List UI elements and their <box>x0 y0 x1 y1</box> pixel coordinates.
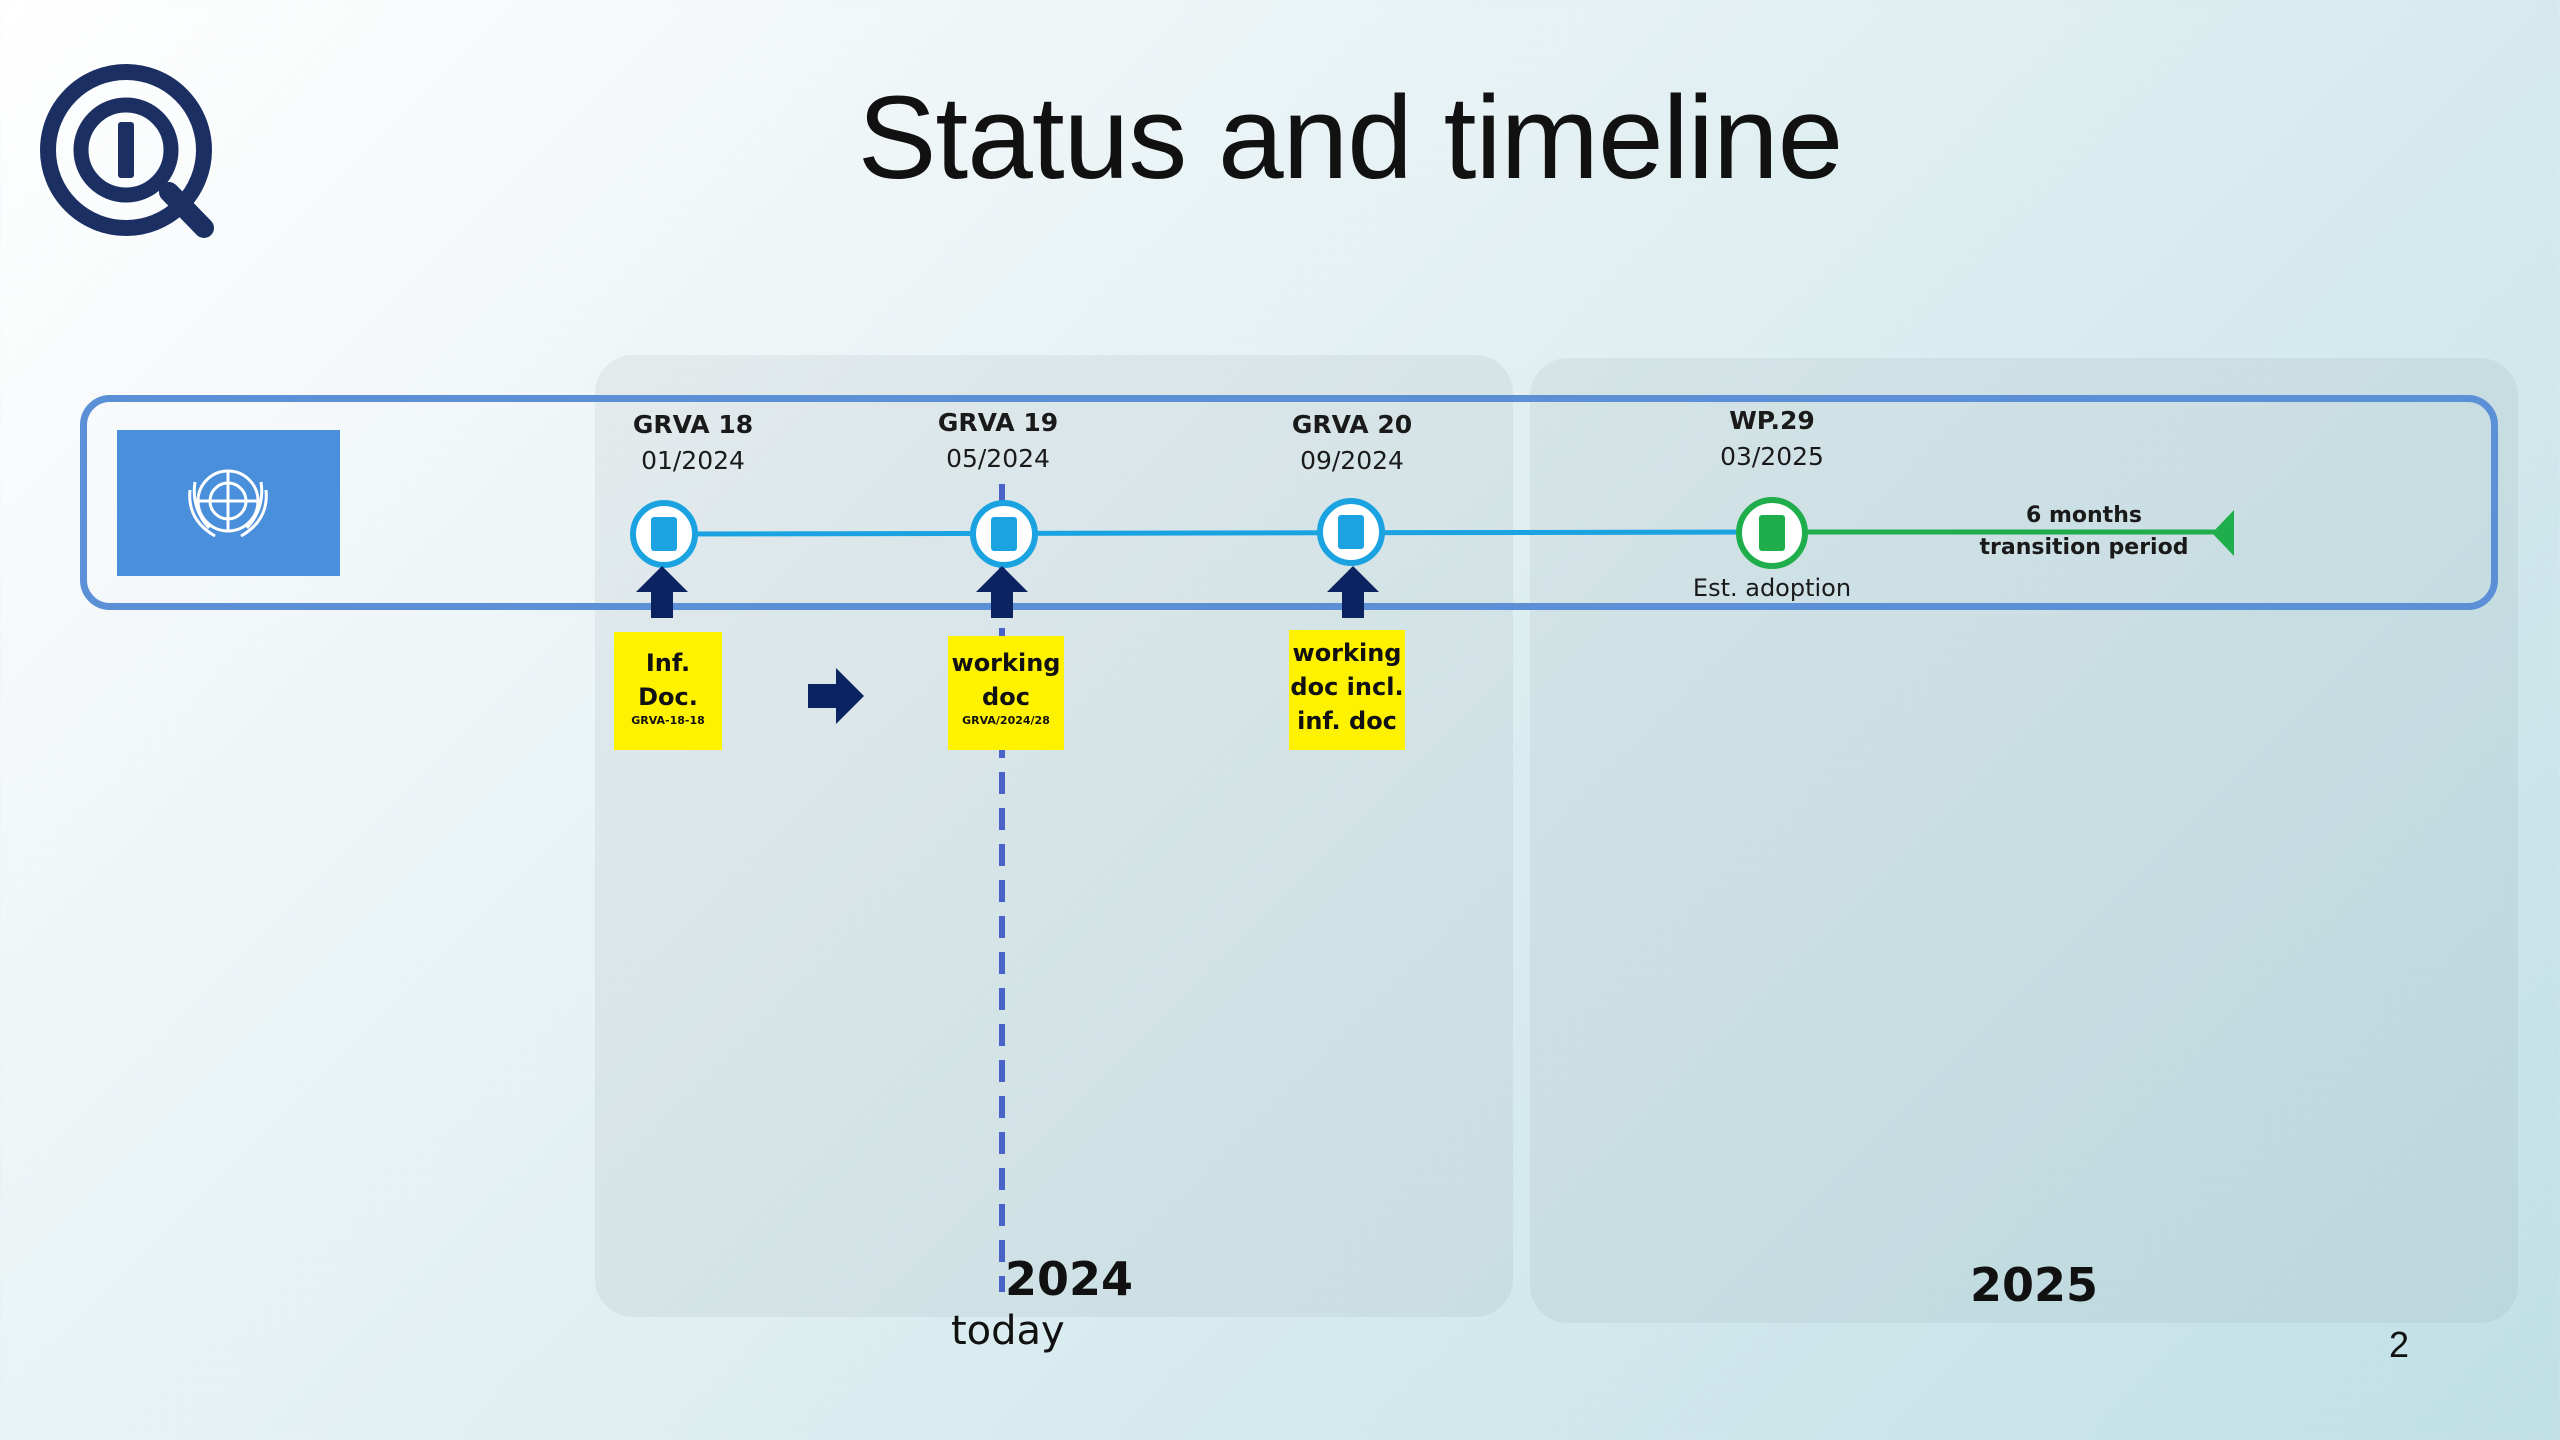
milestone-label-grva18: GRVA 18 <box>632 410 754 439</box>
note-sub: GRVA/2024/28 <box>962 714 1050 727</box>
note-sub: GRVA-18-18 <box>631 714 705 727</box>
up-arrow-icon <box>1327 566 1379 622</box>
slide-title: Status and timeline <box>857 72 1844 204</box>
milestone-date-grva18: 01/2024 <box>641 446 745 475</box>
milestone-node-grva18 <box>629 499 699 573</box>
milestone-label-grva19: GRVA 19 <box>937 408 1059 437</box>
milestone-date-grva20: 09/2024 <box>1300 446 1404 475</box>
timeline-line-blue <box>662 529 1773 537</box>
note-line1: working <box>951 649 1061 677</box>
document-icon <box>1736 497 1808 569</box>
transition-line2: transition period <box>1979 535 2189 560</box>
milestone-date-grva19: 05/2024 <box>946 444 1050 473</box>
today-label: today <box>951 1308 1065 1354</box>
sticky-note-inf-doc: Inf. Doc. GRVA-18-18 <box>614 632 722 750</box>
year-label-2025: 2025 <box>1970 1258 2099 1312</box>
un-flag <box>117 430 340 576</box>
year-panel-2025 <box>1530 358 2518 1323</box>
milestone-label-wp29: WP.29 <box>1729 406 1815 435</box>
logo-icon <box>34 60 220 246</box>
document-icon <box>970 500 1038 568</box>
milestone-node-grva20 <box>1316 497 1386 571</box>
milestone-label-grva20: GRVA 20 <box>1291 410 1413 439</box>
note-line3: inf. doc <box>1297 707 1397 735</box>
document-icon <box>630 500 698 568</box>
milestone-node-wp29 <box>1734 495 1810 575</box>
up-arrow-icon <box>636 566 688 622</box>
note-line2: doc incl. <box>1290 673 1404 701</box>
note-line2: doc <box>982 683 1030 711</box>
up-arrow-icon <box>976 566 1028 622</box>
transition-period-label: 6 months transition period <box>1944 500 2224 564</box>
est-adoption-caption: Est. adoption <box>1692 574 1852 602</box>
right-arrow-icon <box>808 668 864 728</box>
milestone-date-wp29: 03/2025 <box>1720 442 1824 471</box>
timeline-band <box>80 395 2498 610</box>
milestone-node-grva19 <box>969 499 1039 573</box>
note-line1: working <box>1292 639 1402 667</box>
note-line1: Inf. <box>645 649 691 677</box>
un-emblem-icon <box>188 469 268 538</box>
document-icon <box>1317 498 1385 566</box>
year-label-2024: 2024 <box>1005 1252 1134 1306</box>
transition-line1: 6 months <box>2026 503 2142 528</box>
page-number: 2 <box>2389 1324 2410 1365</box>
note-line2: Doc. <box>638 683 698 711</box>
sticky-note-working-doc: working doc GRVA/2024/28 <box>948 636 1064 750</box>
sticky-note-working-doc-incl: working doc incl. inf. doc <box>1289 630 1405 750</box>
triangle-end-icon <box>2212 510 2234 556</box>
